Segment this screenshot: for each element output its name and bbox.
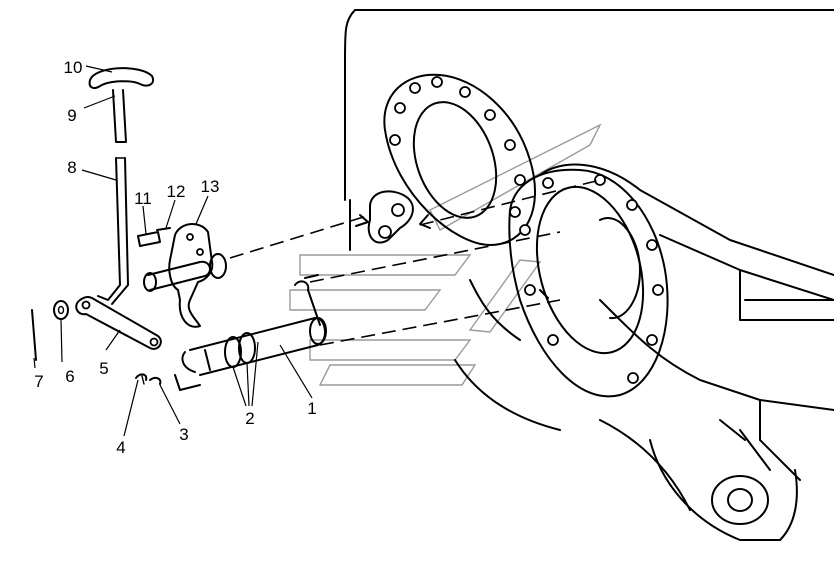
clip-bracket	[367, 190, 414, 244]
part-13-shift-fork	[143, 223, 227, 328]
callout-12: 12	[167, 182, 186, 201]
part-1-shaft	[174, 317, 327, 391]
callout-3: 3	[179, 425, 188, 444]
part-9-handle-stem	[112, 89, 127, 143]
callouts: 1 2 3 4 5 6 7 8 9 10 11 12 13	[34, 58, 316, 457]
assembly-lines	[229, 179, 601, 346]
part-6-washer	[53, 300, 69, 320]
flange-bore	[412, 101, 498, 219]
callout-7: 7	[34, 372, 43, 391]
callout-11: 11	[134, 189, 152, 208]
part-12-pin	[156, 227, 171, 231]
callout-9: 9	[67, 106, 76, 125]
callout-5: 5	[99, 359, 108, 378]
part-11-bolt	[137, 231, 161, 247]
part-5-lever	[75, 295, 162, 350]
part-4-clip	[135, 373, 148, 385]
callout-6: 6	[65, 367, 74, 386]
part-10-handle-grip	[88, 67, 154, 89]
callout-13: 13	[201, 177, 220, 196]
callout-1: 1	[307, 399, 316, 418]
part-7-split-pin	[31, 309, 37, 361]
part-8-rod	[97, 157, 129, 305]
callout-8: 8	[67, 158, 76, 177]
callout-2: 2	[245, 409, 254, 428]
callout-10: 10	[64, 58, 83, 77]
part-3-pin	[149, 376, 162, 385]
main-flange	[508, 168, 669, 398]
leader-lines	[33, 65, 313, 437]
detent-pin	[294, 274, 321, 326]
upper-flange	[383, 73, 536, 246]
mount-bore	[727, 488, 753, 512]
callout-4: 4	[116, 438, 125, 457]
part-2-rings	[224, 332, 256, 368]
mount-boss	[711, 475, 769, 525]
